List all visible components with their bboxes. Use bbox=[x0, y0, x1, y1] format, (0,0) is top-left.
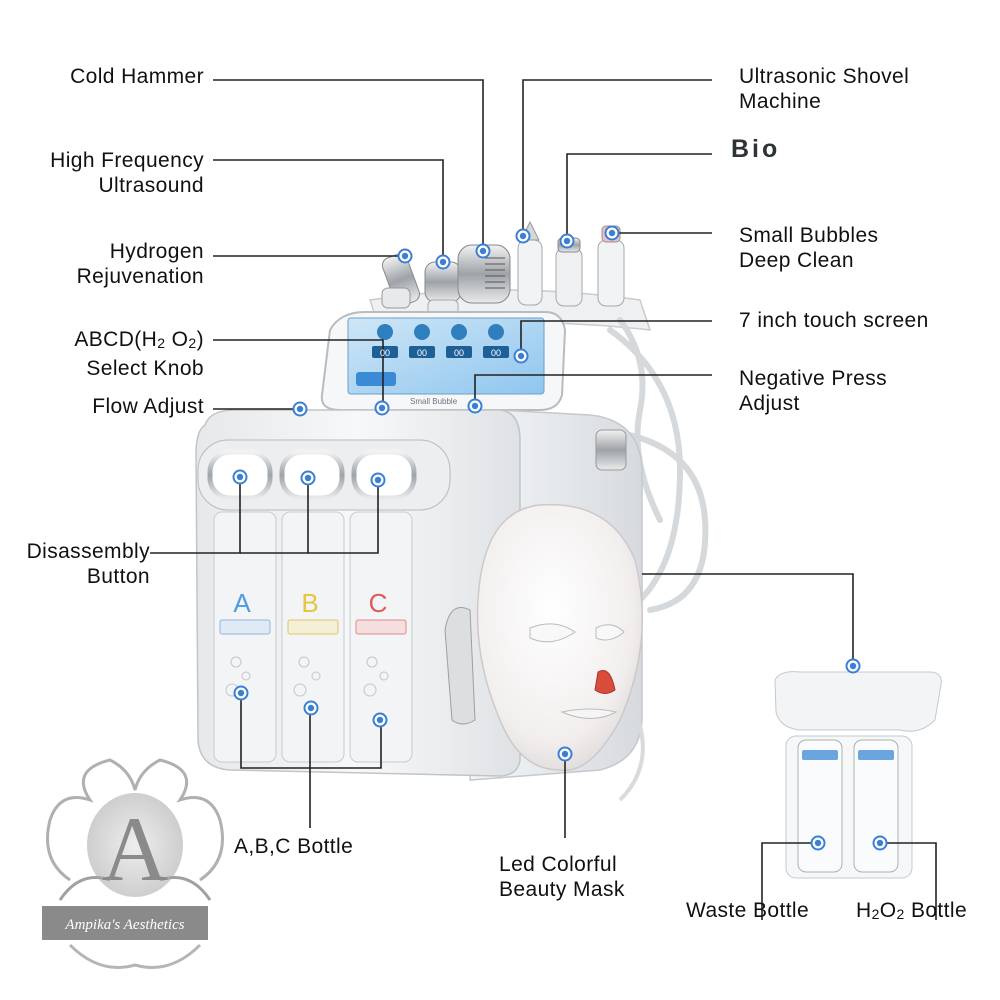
dot-small-bubbles bbox=[604, 225, 620, 241]
small-bubbles-label: Small Bubbles Deep Clean bbox=[739, 223, 878, 273]
select-knob-line1: ABCD(H2 O2) bbox=[74, 327, 204, 356]
h2o2-sub-2: 2 bbox=[896, 906, 905, 922]
screen-readout-3: 00 bbox=[454, 348, 464, 358]
dot-flow-adjust bbox=[292, 401, 308, 417]
ampikas-aesthetics-logo: A Ampika's Aesthetics bbox=[42, 758, 224, 969]
dot-bottle-b bbox=[303, 700, 319, 716]
h2o2-part-o: O bbox=[879, 899, 897, 922]
select-knob-sub-2: 2 bbox=[188, 335, 197, 351]
touch-screen-panel bbox=[320, 311, 567, 411]
dot-negative-press bbox=[467, 398, 483, 414]
cold-hammer-text: Cold Hammer bbox=[70, 65, 204, 88]
dot-inset bbox=[845, 658, 861, 674]
leader-lines bbox=[150, 79, 937, 920]
waste-bottle-text: Waste Bottle bbox=[686, 899, 810, 922]
select-knob-part-a: ABCD(H bbox=[74, 328, 158, 351]
led-mask bbox=[444, 503, 645, 802]
dot-disassembly-c bbox=[370, 472, 386, 488]
dot-led-mask bbox=[557, 746, 573, 762]
dot-ultrasonic-shovel bbox=[515, 228, 531, 244]
dot-waste-bottle bbox=[810, 835, 826, 851]
negative-press-label: Negative Press Adjust bbox=[739, 366, 887, 416]
select-knob-label: ABCD(H2 O2) Select Knob bbox=[74, 327, 204, 381]
h2o2-sub-1: 2 bbox=[871, 906, 880, 922]
hf-ultrasound-line1: High Frequency bbox=[50, 149, 204, 172]
negative-press-line1: Negative Press bbox=[739, 367, 887, 390]
hf-ultrasound-line2: Ultrasound bbox=[98, 174, 204, 197]
led-mask-line1: Led Colorful bbox=[499, 853, 618, 876]
bottle-b-letter: B bbox=[301, 588, 318, 618]
select-knob-line2: Select Knob bbox=[86, 357, 204, 380]
small-bubbles-line2: Deep Clean bbox=[739, 249, 854, 272]
logo-monogram: A bbox=[102, 798, 168, 900]
logo-brand: Ampika's Aesthetics bbox=[64, 917, 184, 933]
high-frequency-handpiece bbox=[424, 261, 462, 319]
select-knob-sub-1: 2 bbox=[157, 335, 166, 351]
callout-dots bbox=[232, 225, 888, 851]
select-knob-part-b: O bbox=[165, 328, 189, 351]
abc-bottle-text: A,B,C Bottle bbox=[234, 835, 354, 858]
dot-select-knob bbox=[374, 400, 390, 416]
dot-bio bbox=[559, 233, 575, 249]
flow-adjust-label: Flow Adjust bbox=[92, 394, 204, 419]
hydrogen-line2: Rejuvenation bbox=[76, 265, 204, 288]
disassembly-line2: Button bbox=[86, 565, 150, 588]
dot-bottle-c bbox=[372, 712, 388, 728]
select-knob-part-c: ) bbox=[196, 328, 204, 351]
bio-label: Bio bbox=[731, 137, 780, 162]
led-mask-label: Led Colorful Beauty Mask bbox=[499, 852, 625, 902]
bottle-a-letter: A bbox=[233, 588, 251, 618]
bottle-inset bbox=[774, 671, 942, 879]
abc-bottle-label: A,B,C Bottle bbox=[234, 834, 353, 859]
touch-screen-text: 7 inch touch screen bbox=[739, 309, 929, 332]
cold-hammer-label: Cold Hammer bbox=[70, 64, 204, 89]
hydrogen-line1: Hydrogen bbox=[109, 240, 204, 263]
handpiece-cables bbox=[597, 317, 709, 613]
flow-adjust-text: Flow Adjust bbox=[92, 395, 204, 418]
disassembly-label: Disassembly Button bbox=[27, 539, 150, 589]
negative-press-line2: Adjust bbox=[739, 392, 800, 415]
dot-disassembly-b bbox=[300, 470, 316, 486]
screen-readout-4: 00 bbox=[491, 348, 501, 358]
dot-h2o2-bottle bbox=[872, 835, 888, 851]
hf-ultrasound-label: High Frequency Ultrasound bbox=[50, 148, 204, 198]
bottle-c bbox=[349, 511, 413, 763]
bottle-b bbox=[281, 511, 345, 763]
dot-hf-ultrasound bbox=[435, 254, 451, 270]
dot-touch-screen bbox=[513, 348, 529, 364]
hydrogen-label: Hydrogen Rejuvenation bbox=[77, 239, 204, 289]
bottle-c-letter: C bbox=[369, 588, 388, 618]
screen-caption: Small Bubble bbox=[410, 397, 458, 406]
ultrasonic-shovel-label: Ultrasonic Shovel Machine bbox=[739, 64, 909, 114]
touch-screen-label: 7 inch touch screen bbox=[739, 308, 929, 333]
bio-text: Bio bbox=[731, 135, 781, 163]
dot-cold-hammer bbox=[475, 243, 491, 259]
h2o2-part-rest: Bottle bbox=[904, 899, 968, 922]
dot-disassembly-a bbox=[232, 469, 248, 485]
h2o2-bottle-label: H2O2 Bottle bbox=[856, 898, 967, 927]
ultrasonic-shovel-line1: Ultrasonic Shovel bbox=[739, 65, 910, 88]
screen-readout-2: 00 bbox=[417, 348, 427, 358]
screen-readout-1: 00 bbox=[380, 348, 390, 358]
small-bubbles-line1: Small Bubbles bbox=[739, 224, 879, 247]
dot-bottle-a bbox=[233, 685, 249, 701]
disassembly-line1: Disassembly bbox=[26, 540, 150, 563]
ultrasonic-shovel-line2: Machine bbox=[739, 90, 822, 113]
h2o2-bottle-text: H2O2 Bottle bbox=[856, 898, 967, 927]
led-mask-line2: Beauty Mask bbox=[499, 878, 625, 901]
waste-bottle-label: Waste Bottle bbox=[686, 898, 809, 923]
h2o2-part-h: H bbox=[856, 899, 872, 922]
bottle-a bbox=[213, 511, 277, 763]
dot-hydrogen bbox=[397, 248, 413, 264]
